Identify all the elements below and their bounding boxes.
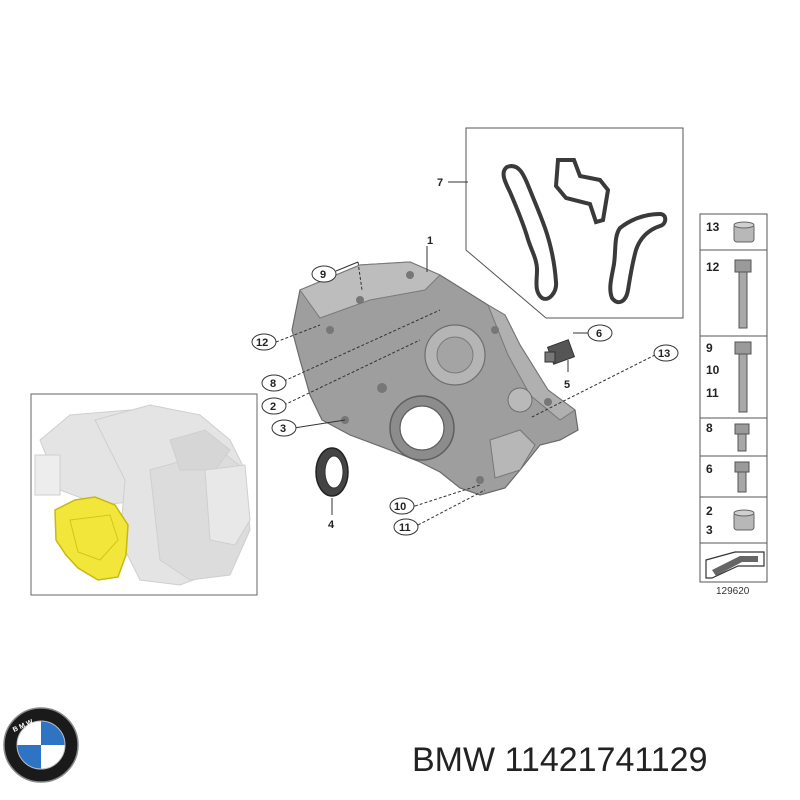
sidebar-row-2: 2 bbox=[706, 504, 713, 518]
callout-4: 4 bbox=[328, 519, 335, 531]
gasket-kit-box: 7 bbox=[437, 127, 684, 319]
callout-7: 7 bbox=[437, 177, 443, 189]
callout-8: 8 bbox=[270, 378, 276, 390]
sidebar-row-13: 13 bbox=[706, 220, 720, 234]
oil-seal bbox=[315, 447, 349, 497]
sidebar-row-12: 12 bbox=[706, 260, 720, 274]
sidebar-row-9: 9 bbox=[706, 341, 713, 355]
callout-3: 3 bbox=[280, 423, 286, 435]
sidebar-row-8: 8 bbox=[706, 421, 713, 435]
callout-5: 5 bbox=[564, 379, 570, 391]
callout-11: 11 bbox=[399, 522, 411, 534]
sidebar-row-3: 3 bbox=[706, 523, 713, 537]
bmw-logo: B M W bbox=[3, 707, 79, 783]
sidebar-row-6: 6 bbox=[706, 462, 713, 476]
callouts: 1 9 12 8 2 3 6 5 13 4 10 11 bbox=[251, 235, 679, 536]
fastener-sidebar: 13 12 9 10 11 8 6 2 3 129620 bbox=[699, 213, 768, 597]
highlighted-timing-cover bbox=[54, 496, 129, 581]
engine-location-inset bbox=[30, 393, 258, 596]
sidebar-row-10: 10 bbox=[706, 363, 720, 377]
arrow-icon bbox=[705, 551, 765, 579]
callout-1: 1 bbox=[427, 235, 433, 247]
leader-lines bbox=[275, 246, 656, 526]
callout-9: 9 bbox=[320, 269, 326, 281]
callout-2: 2 bbox=[270, 401, 276, 413]
sensor bbox=[544, 339, 576, 365]
callout-12: 12 bbox=[256, 337, 268, 349]
callout-10: 10 bbox=[394, 501, 406, 513]
callout-13: 13 bbox=[658, 348, 670, 360]
part-number-label: BMW 11421741129 bbox=[412, 741, 708, 779]
sidebar-row-11: 11 bbox=[706, 386, 719, 400]
figure-number: 129620 bbox=[716, 586, 750, 597]
callout-6: 6 bbox=[596, 328, 602, 340]
